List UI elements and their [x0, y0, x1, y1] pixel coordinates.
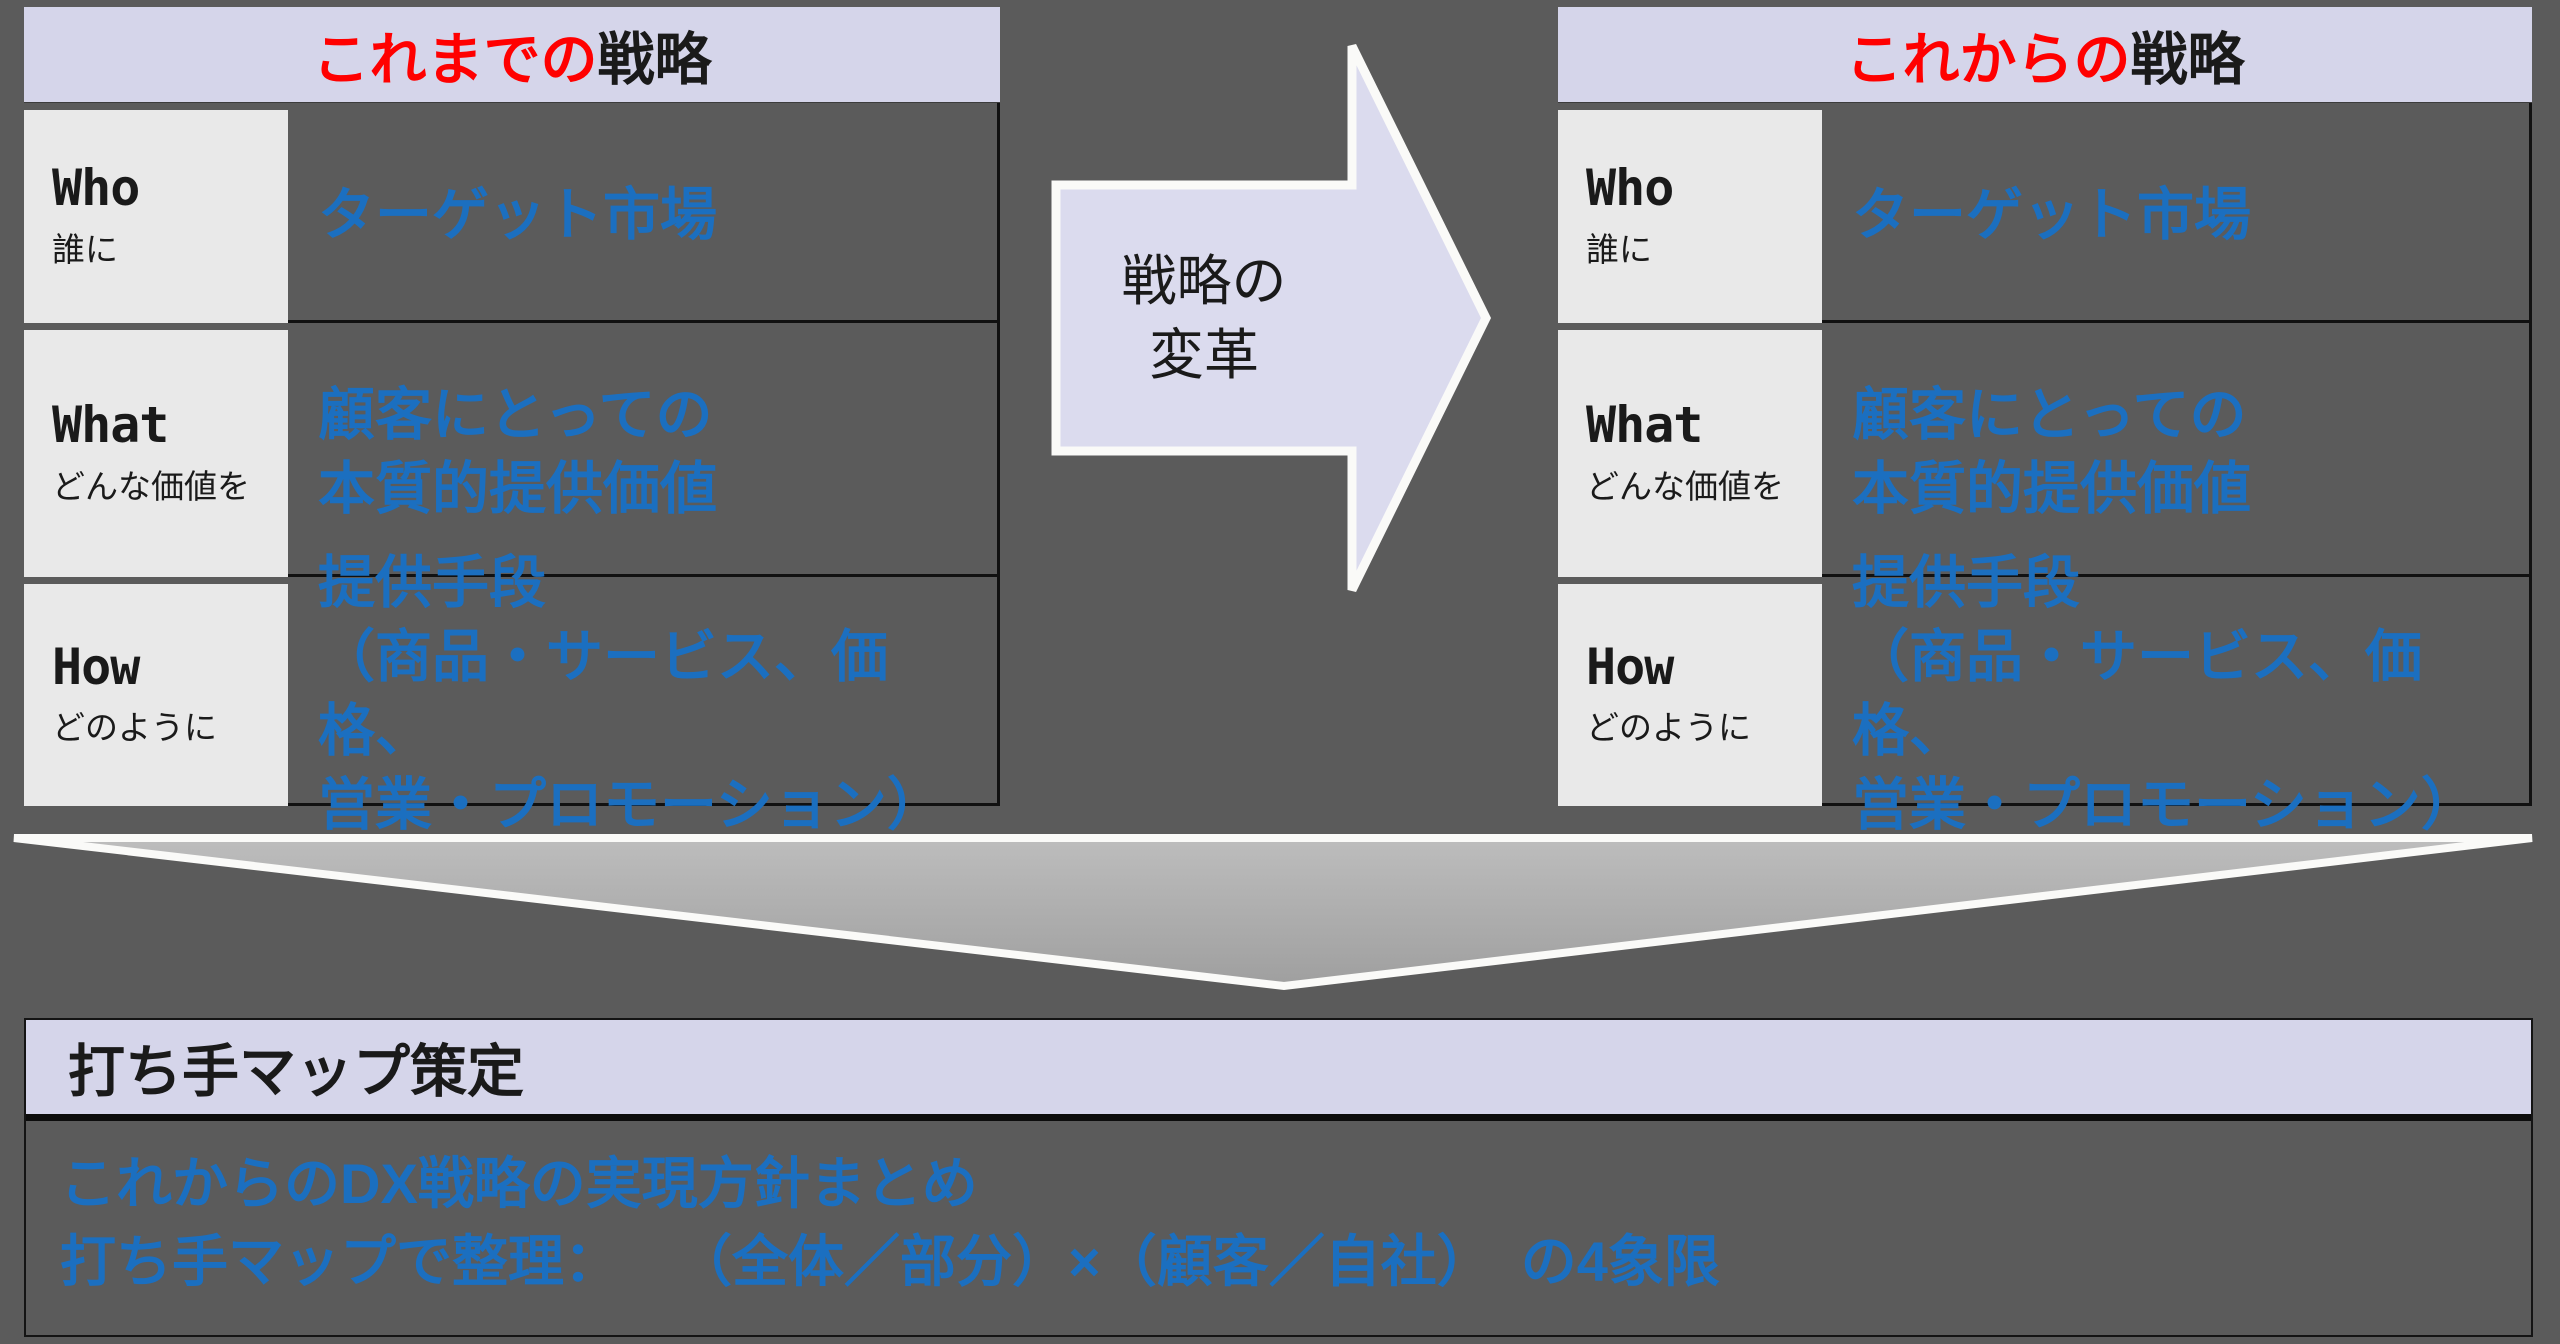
table-row-who: Who 誰に ターゲット市場	[1558, 110, 2532, 323]
table-previous-strategy: これまでの戦略 Who 誰に ターゲット市場 What どんな価値を 顧客にとっ…	[24, 7, 1000, 837]
row-label-who: Who 誰に	[1558, 110, 1822, 323]
table-row-how: How どのように 提供手段 （商品・サービス、価格、 営業・プロモーション）	[24, 551, 1000, 837]
funnel-triangle	[13, 834, 2533, 991]
row-label-en: Who	[52, 159, 140, 218]
row-label-how: How どのように	[1558, 584, 1822, 806]
row-label-what: What どんな価値を	[24, 330, 288, 577]
table-right-border	[997, 103, 1000, 806]
title-black-part: 戦略	[2130, 27, 2245, 92]
table-row-who: Who 誰に ターゲット市場	[24, 110, 1000, 323]
row-label-en: What	[1586, 396, 1703, 455]
action-map-panel-body: これからのDX戦略の実現方針まとめ 打ち手マップで整理： （全体／部分）×（顧客…	[60, 1152, 1720, 1293]
table-row-how: How どのように 提供手段 （商品・サービス、価格、 営業・プロモーション）	[1558, 551, 2532, 837]
table-row-what: What どんな価値を 顧客にとっての 本質的提供価値	[1558, 330, 2532, 577]
row-label-ja: どんな価値を	[52, 467, 250, 505]
row-label-how: How どのように	[24, 584, 288, 806]
row-label-en: What	[52, 396, 169, 455]
row-label-en: How	[1586, 637, 1674, 696]
row-value-who: ターゲット市場	[288, 110, 1000, 323]
table-row-what: What どんな価値を 顧客にとっての 本質的提供価値	[24, 330, 1000, 577]
row-label-ja: 誰に	[52, 230, 118, 268]
row-label-en: How	[52, 637, 140, 696]
table-future-strategy-title: これからの戦略	[1558, 7, 2532, 103]
row-value-how: 提供手段 （商品・サービス、価格、 営業・プロモーション）	[288, 551, 1000, 837]
row-value-what: 顧客にとっての 本質的提供価値	[288, 330, 1000, 577]
action-map-panel-title: 打ち手マップ策定	[26, 1020, 2531, 1121]
table-right-border	[2529, 103, 2532, 806]
row-value-what: 顧客にとっての 本質的提供価値	[1822, 330, 2532, 577]
row-value-who: ターゲット市場	[1822, 110, 2532, 323]
title-red-part: これまでの	[312, 27, 598, 92]
transform-arrow-label: 戦略の 変革	[1121, 250, 1287, 386]
row-label-ja: 誰に	[1586, 230, 1652, 268]
row-label-en: Who	[1586, 159, 1674, 218]
row-label-who: Who 誰に	[24, 110, 288, 323]
action-map-panel: 打ち手マップ策定 これからのDX戦略の実現方針まとめ 打ち手マップで整理： （全…	[24, 1018, 2533, 1337]
row-label-ja: どのように	[1586, 709, 1751, 747]
title-red-part: これからの	[1845, 27, 2131, 92]
row-label-ja: どんな価値を	[1586, 467, 1784, 505]
row-value-how: 提供手段 （商品・サービス、価格、 営業・プロモーション）	[1822, 551, 2532, 837]
title-black-part: 戦略	[597, 27, 712, 92]
table-previous-strategy-title: これまでの戦略	[24, 7, 1000, 103]
row-label-ja: どのように	[52, 709, 217, 747]
row-label-what: What どんな価値を	[1558, 330, 1822, 577]
table-future-strategy: これからの戦略 Who 誰に ターゲット市場 What どんな価値を 顧客にとっ…	[1558, 7, 2532, 837]
